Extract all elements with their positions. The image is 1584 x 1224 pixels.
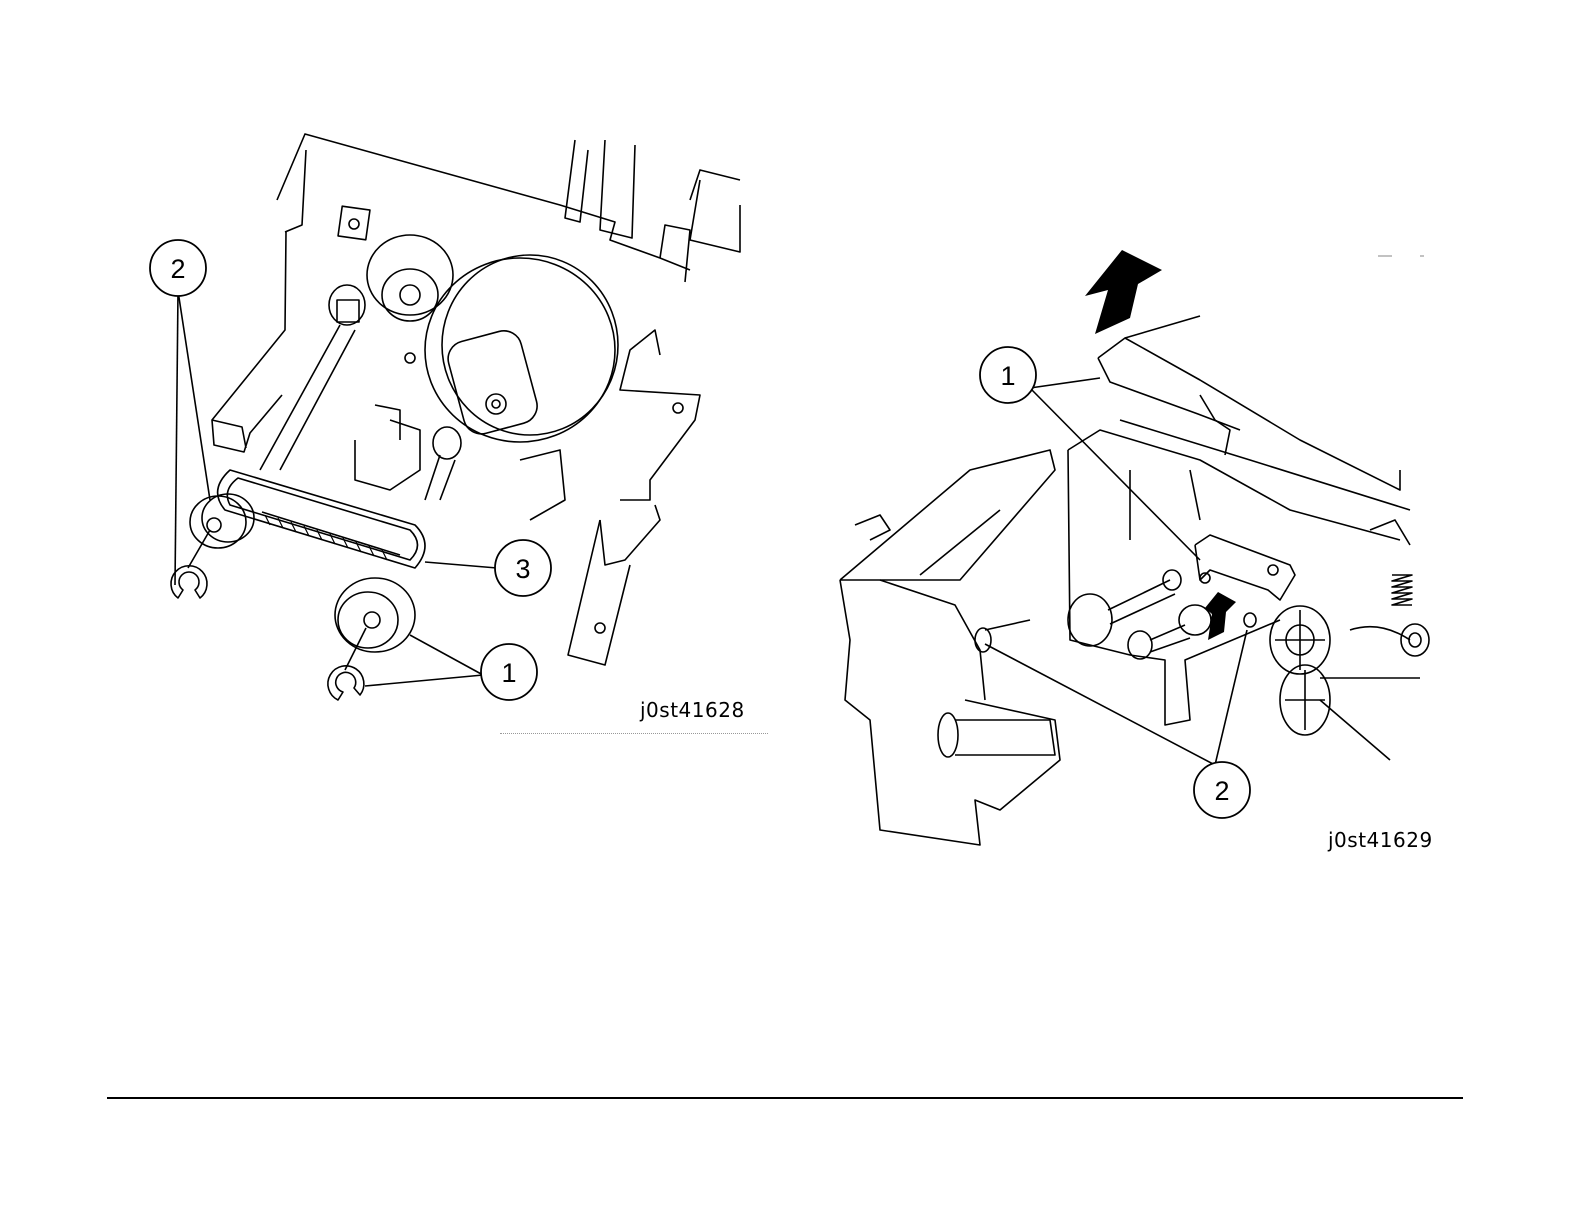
top-plate: [277, 134, 690, 270]
callout-1-left: 1: [481, 644, 537, 700]
figure-id-left: j0st41628: [640, 698, 745, 722]
lift-arrow-large: [1085, 250, 1162, 334]
callout-2-right: 2: [1194, 762, 1250, 818]
callout-3-left: 3: [495, 540, 551, 596]
svg-text:2: 2: [170, 254, 185, 284]
callout-2-left: 2: [150, 240, 206, 296]
figure-right: 1 2 j0st41629: [820, 230, 1440, 870]
e-clip-right: [328, 666, 364, 700]
roller-knob: [1068, 594, 1112, 646]
svg-text:2: 2: [1214, 776, 1229, 806]
figure-left: 2 3 1 j0st41628: [0, 0, 800, 760]
figure-id-right: j0st41629: [1328, 828, 1433, 852]
spring: [1392, 575, 1412, 605]
figure-right-drawing: 1 2: [820, 230, 1440, 870]
hole-top: [338, 206, 370, 240]
main-bracket: [212, 232, 286, 452]
callout-1-right: 1: [980, 347, 1036, 403]
svg-text:1: 1: [1000, 361, 1015, 391]
page-footer-rule: [107, 1097, 1463, 1099]
svg-text:1: 1: [501, 658, 516, 688]
dotted-rule-left: [500, 733, 768, 734]
left-frame: [840, 450, 1055, 580]
svg-text:3: 3: [515, 554, 530, 584]
bracket-part: [1195, 535, 1295, 600]
e-clip-left: [171, 566, 207, 598]
small-gear: [367, 235, 453, 315]
top-plate-right: [1098, 338, 1400, 490]
main-plate-right: [1068, 450, 1280, 725]
figure-left-drawing: 2 3 1: [0, 0, 800, 760]
